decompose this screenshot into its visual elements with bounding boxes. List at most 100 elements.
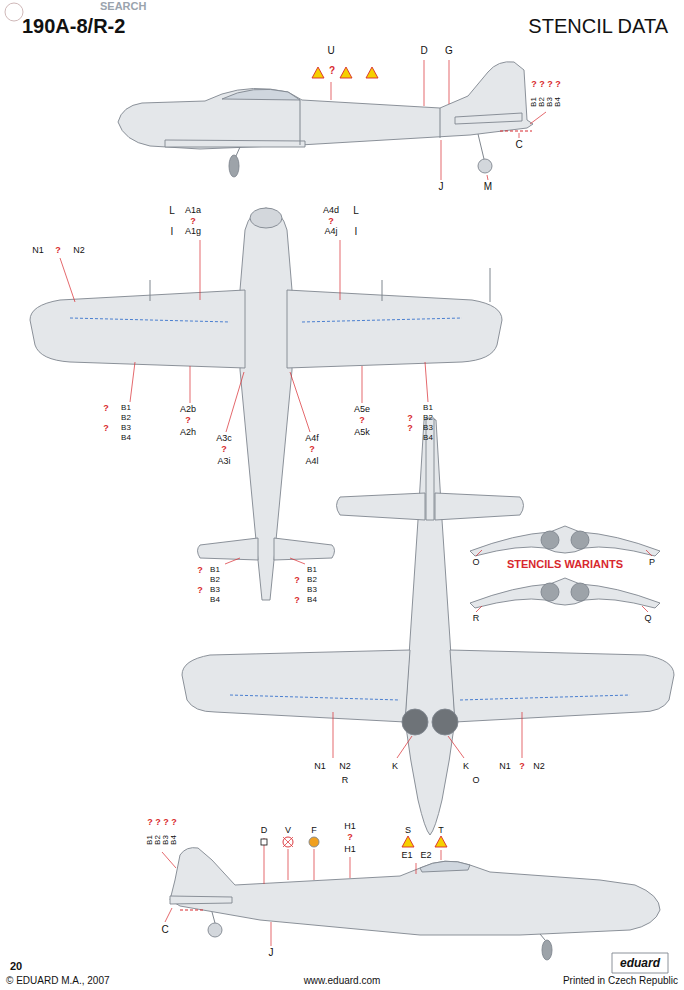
canopy: [420, 861, 470, 872]
wheel-well: [541, 531, 559, 549]
callout-letter: B3: [121, 424, 131, 432]
leader-line: [476, 550, 482, 556]
gear-leg: [236, 147, 240, 156]
wheel-well: [541, 583, 559, 601]
callout-letter: A4f: [305, 434, 319, 443]
canopy: [222, 89, 300, 100]
fuel-marker: [309, 837, 319, 847]
gun-barrel: [382, 280, 383, 301]
leader-line: [314, 849, 315, 880]
callout-letter: O: [472, 776, 479, 785]
wheel-well: [571, 531, 589, 549]
callout-letter: B1: [210, 566, 220, 574]
model-title: 190A-8/R-2: [22, 16, 125, 36]
pitot-tube: [490, 268, 491, 302]
callout-letter: L: [353, 206, 359, 216]
callout-letter: H1: [344, 822, 356, 831]
question-marker: ?: [531, 80, 537, 89]
callout-letter: B3: [546, 97, 554, 107]
question-marker: ?: [221, 445, 227, 454]
question-marker: ?: [55, 246, 61, 255]
callout-letter: C: [515, 140, 522, 150]
watermark: SEARCH: [100, 1, 146, 12]
leader-line: [165, 908, 172, 922]
callout-letter: K: [463, 762, 469, 771]
callout-letter: A5e: [354, 405, 370, 414]
marker-cross: [283, 837, 293, 847]
leader-line: [362, 366, 363, 403]
main-wheel: [542, 940, 552, 960]
callout-letter: L: [169, 206, 175, 216]
gear-leg: [540, 934, 545, 940]
question-marker: ?: [407, 414, 413, 423]
copyright: © EDUARD M.A., 2007: [6, 976, 110, 986]
callout-letter: A5k: [354, 428, 370, 437]
callout-letter: J: [439, 182, 444, 192]
gun-barrel: [150, 280, 151, 301]
callout-letter: T: [438, 826, 444, 835]
question-marker: ?: [163, 818, 169, 827]
gear-leg: [212, 912, 215, 923]
question-marker: ?: [555, 80, 561, 89]
callout-letter: F: [311, 826, 317, 835]
tail-wheel: [208, 923, 222, 937]
wing: [182, 650, 410, 722]
question-marker: ?: [103, 404, 109, 413]
red-cross-marker: [283, 837, 293, 847]
tail-wheel: [478, 159, 492, 173]
leader-line: [340, 240, 341, 300]
leader-line: [449, 60, 450, 104]
question-marker: ?: [185, 416, 191, 425]
leader-line: [130, 362, 135, 402]
question-marker: ?: [294, 576, 300, 585]
tailplane: [198, 538, 259, 560]
callout-letter: B4: [170, 835, 178, 845]
leader-line: [441, 140, 442, 180]
question-marker: ?: [103, 424, 109, 433]
page-number: 20: [10, 961, 22, 972]
warning-triangle: [312, 67, 324, 78]
panel-line: [440, 108, 441, 138]
leader-line: [530, 112, 546, 124]
stencil-marker: [261, 839, 267, 845]
callout-letter: R: [342, 776, 349, 785]
tailplane: [274, 538, 335, 560]
callout-letter: D: [420, 46, 427, 56]
variant-wing-centre: [470, 578, 660, 608]
callout-letter: B1: [146, 835, 154, 845]
callout-letter: N1: [314, 762, 326, 771]
leader-line: [642, 606, 648, 612]
callout-letter: A4d: [323, 206, 339, 215]
variant-wing-centre: [470, 526, 660, 556]
callout-letter: G: [445, 46, 453, 56]
warning-triangle: [435, 836, 447, 847]
wing: [30, 290, 245, 368]
callout-letter: B3: [423, 424, 433, 432]
question-marker: ?: [197, 566, 203, 575]
callout-letter: Q: [644, 614, 651, 623]
callout-letter: B4: [554, 97, 562, 107]
leader-line: [333, 712, 334, 758]
web-address: www.eduard.com: [304, 976, 381, 986]
gear-leg: [478, 134, 484, 159]
callout-letter: B2: [423, 414, 433, 422]
logo-frame: [612, 953, 668, 973]
leader-line: [271, 922, 272, 946]
fuselage-top: [405, 418, 455, 835]
stencil-run: [70, 318, 230, 322]
question-marker: ?: [147, 818, 153, 827]
page-title: STENCIL DATA: [528, 16, 668, 36]
leader-line: [425, 362, 428, 402]
marker-cross: [283, 837, 293, 847]
leader-line: [424, 60, 425, 106]
callout-letter: B1: [423, 404, 433, 412]
main-wheel: [229, 155, 239, 177]
fuselage-side: [118, 62, 533, 149]
question-marker: ?: [171, 818, 177, 827]
question-marker: ?: [407, 424, 413, 433]
callout-letter: R: [473, 614, 480, 623]
callout-letter: P: [649, 558, 655, 567]
print-note: Printed in Czech Republic: [563, 976, 678, 986]
